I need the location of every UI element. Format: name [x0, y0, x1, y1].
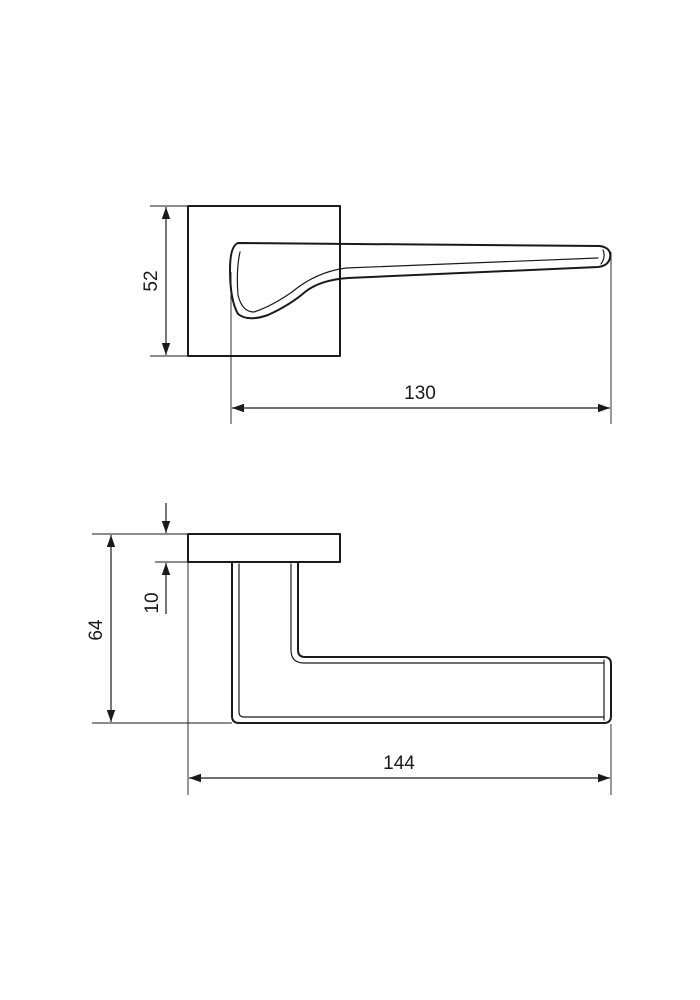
dimension-10: 10 — [142, 503, 188, 614]
dimension-label-64: 64 — [86, 619, 107, 641]
dimension-144: 144 — [187, 562, 612, 795]
front-lever — [229, 242, 612, 320]
dimension-130: 130 — [230, 252, 612, 424]
dimension-label-10: 10 — [142, 592, 163, 613]
top-view: 10 64 144 — [86, 503, 612, 795]
front-rosette — [187, 205, 341, 357]
top-lever — [231, 561, 612, 724]
front-view: 52 130 — [141, 205, 612, 424]
dimension-64: 64 — [86, 533, 232, 724]
dimension-label-52: 52 — [141, 270, 162, 291]
top-rosette — [187, 533, 341, 563]
dimension-label-130: 130 — [404, 383, 436, 404]
dimension-52: 52 — [141, 205, 188, 357]
dimension-label-144: 144 — [383, 753, 415, 774]
